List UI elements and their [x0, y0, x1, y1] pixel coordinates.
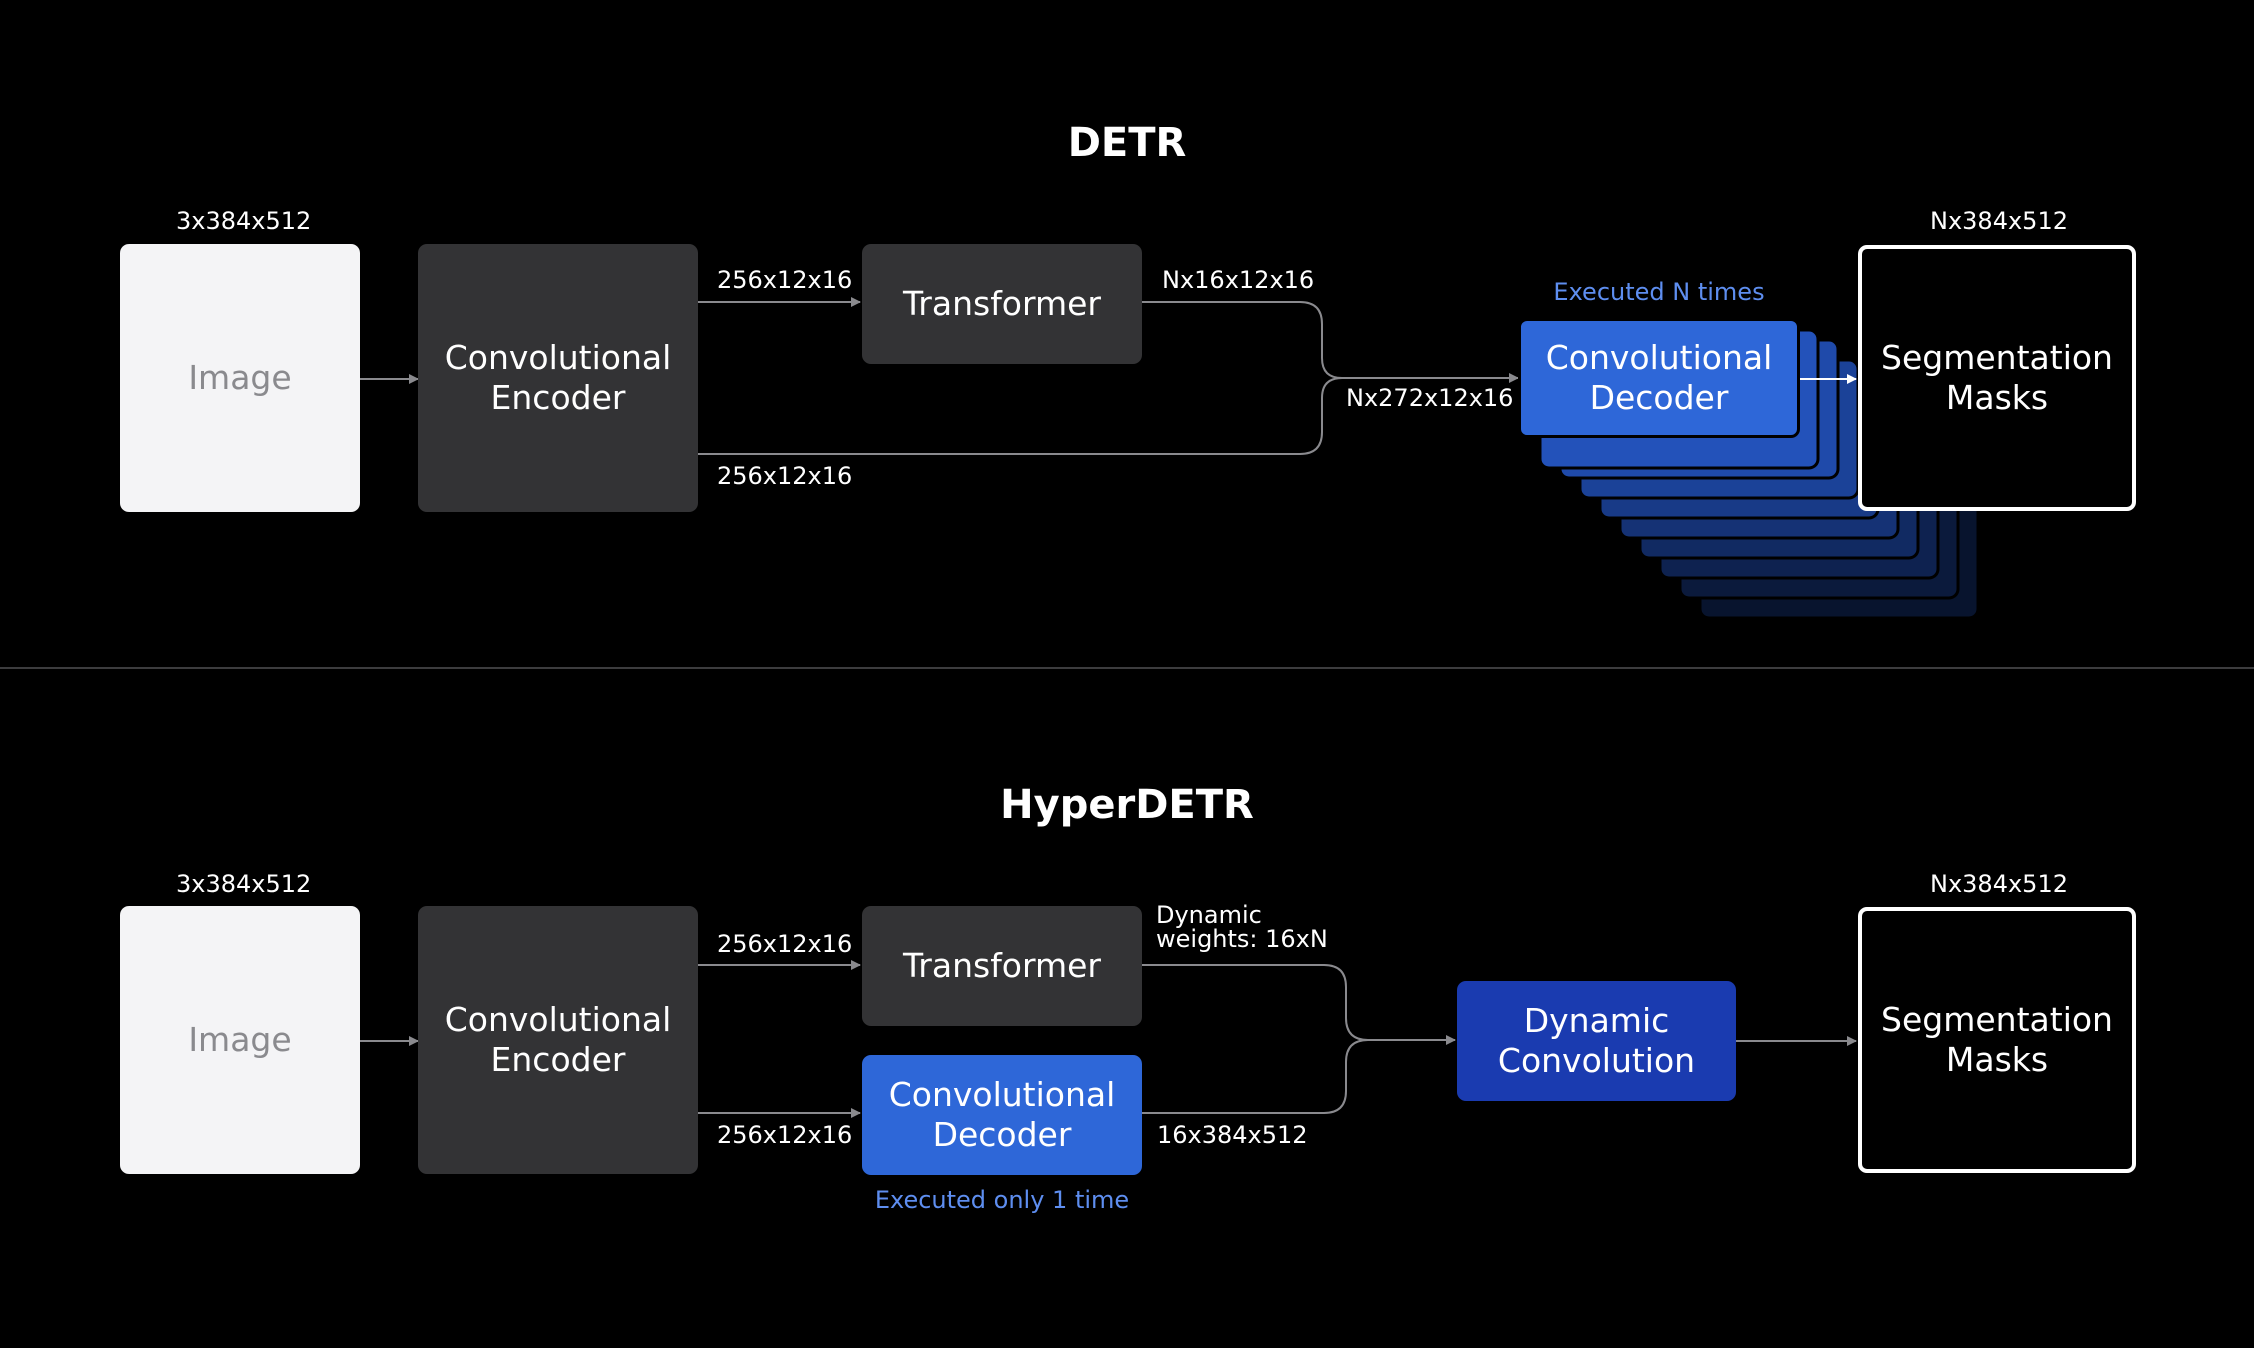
detr-masks-box: Segmentation Masks — [1858, 245, 2136, 511]
hyper-enc-decoder-dim: 256x12x16 — [717, 1121, 853, 1149]
hyper-decoder-to-dynconv-line — [1142, 1039, 1369, 1114]
hyper-input-dim: 3x384x512 — [176, 870, 312, 898]
detr-image-label: Image — [188, 358, 292, 397]
hyper-transformer-out-dim: Dynamic weights: 16xN — [1156, 901, 1328, 953]
detr-image-box: Image — [120, 244, 360, 512]
detr-encoder-box: Convolutional Encoder — [418, 244, 698, 512]
hyper-decoder-note: Executed only 1 time — [874, 1186, 1130, 1214]
hyper-masks-label: Segmentation Masks — [1881, 1000, 2113, 1079]
hyper-output-dim: Nx384x512 — [1930, 870, 2068, 898]
detr-encoder-label: Convolutional Encoder — [444, 338, 672, 417]
detr-input-dim: 3x384x512 — [176, 207, 312, 235]
detr-title: DETR — [1067, 120, 1187, 166]
hyper-transformer-box: Transformer — [862, 906, 1142, 1026]
detr-decoder-box: Convolutional Decoder — [1518, 318, 1800, 438]
hyper-transformer-to-dynconv-arrow — [1142, 964, 1456, 1045]
hyper-image-label: Image — [188, 1020, 292, 1059]
detr-transformer-label: Transformer — [902, 284, 1102, 323]
hyperdetr-title: HyperDETR — [1000, 782, 1254, 828]
hyper-masks-box: Segmentation Masks — [1858, 907, 2136, 1173]
hyper-dynamic-conv-box: Dynamic Convolution — [1457, 981, 1736, 1101]
detr-enc-skip-dim: 256x12x16 — [717, 462, 853, 490]
detr-transformer-box: Transformer — [862, 244, 1142, 364]
hyper-encoder-box: Convolutional Encoder — [418, 906, 698, 1174]
hyper-dynamic-conv-label: Dynamic Convolution — [1497, 1001, 1696, 1080]
hyper-encoder-label: Convolutional Encoder — [444, 1000, 672, 1079]
detr-transformer-to-decoder-arrow — [1142, 301, 1519, 383]
hyper-decoder-out-dim: 16x384x512 — [1157, 1121, 1308, 1149]
detr-skip-connection-line — [698, 377, 1343, 455]
detr-decoder-label: Convolutional Decoder — [1545, 338, 1773, 417]
detr-masks-label: Segmentation Masks — [1881, 338, 2113, 417]
hyper-enc-transformer-dim: 256x12x16 — [717, 930, 853, 958]
detr-transformer-out-dim: Nx16x12x16 — [1162, 266, 1315, 294]
detr-merged-dim: Nx272x12x16 — [1346, 384, 1514, 412]
detr-decoder-note: Executed N times — [1553, 278, 1765, 306]
hyper-decoder-label: Convolutional Decoder — [888, 1075, 1116, 1154]
hyper-image-box: Image — [120, 906, 360, 1174]
hyper-decoder-box: Convolutional Decoder — [862, 1055, 1142, 1175]
detr-enc-transformer-dim: 256x12x16 — [717, 266, 853, 294]
detr-output-dim: Nx384x512 — [1930, 207, 2068, 235]
section-divider — [0, 667, 2254, 669]
hyper-transformer-label: Transformer — [902, 946, 1102, 985]
